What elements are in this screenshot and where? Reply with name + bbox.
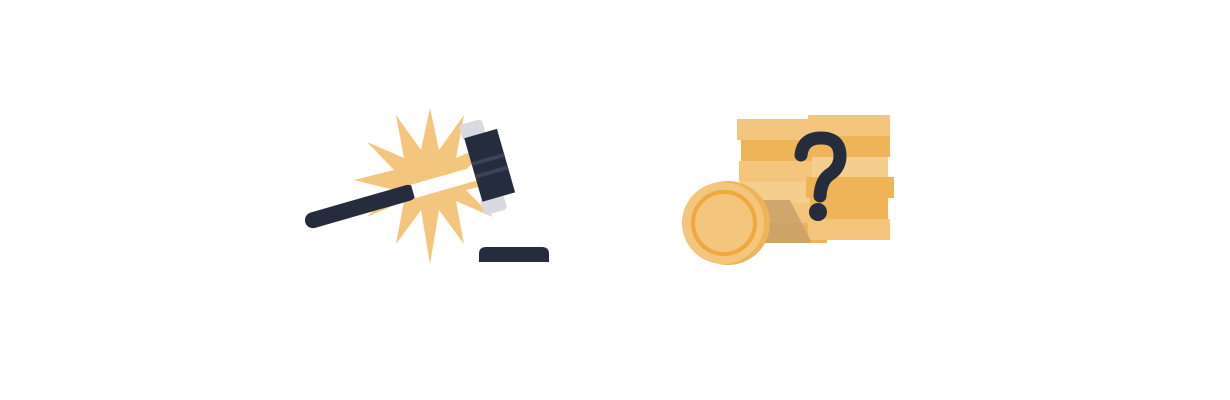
coins-illustration [682,115,894,265]
coin-layer [739,161,827,182]
coin-layer [737,119,827,140]
gavel-handle-light [410,166,481,199]
sound-block-icon [479,247,549,262]
gavel-head-band-2 [474,165,509,179]
gavel-head-band [471,152,505,167]
coin-layer [810,198,888,219]
question-mark-curve [794,131,847,203]
coin-layer [808,115,890,136]
gavel-illustration [304,108,549,264]
gavel-head [464,128,516,202]
coin-layer [808,219,890,240]
coin-shadow [760,200,812,243]
gavel-handle [304,184,417,229]
question-mark-dot [809,203,827,221]
gavel-icon [304,119,516,229]
question-mark-icon [794,131,847,221]
front-coin-icon [682,181,770,265]
coin-layer [741,182,827,203]
